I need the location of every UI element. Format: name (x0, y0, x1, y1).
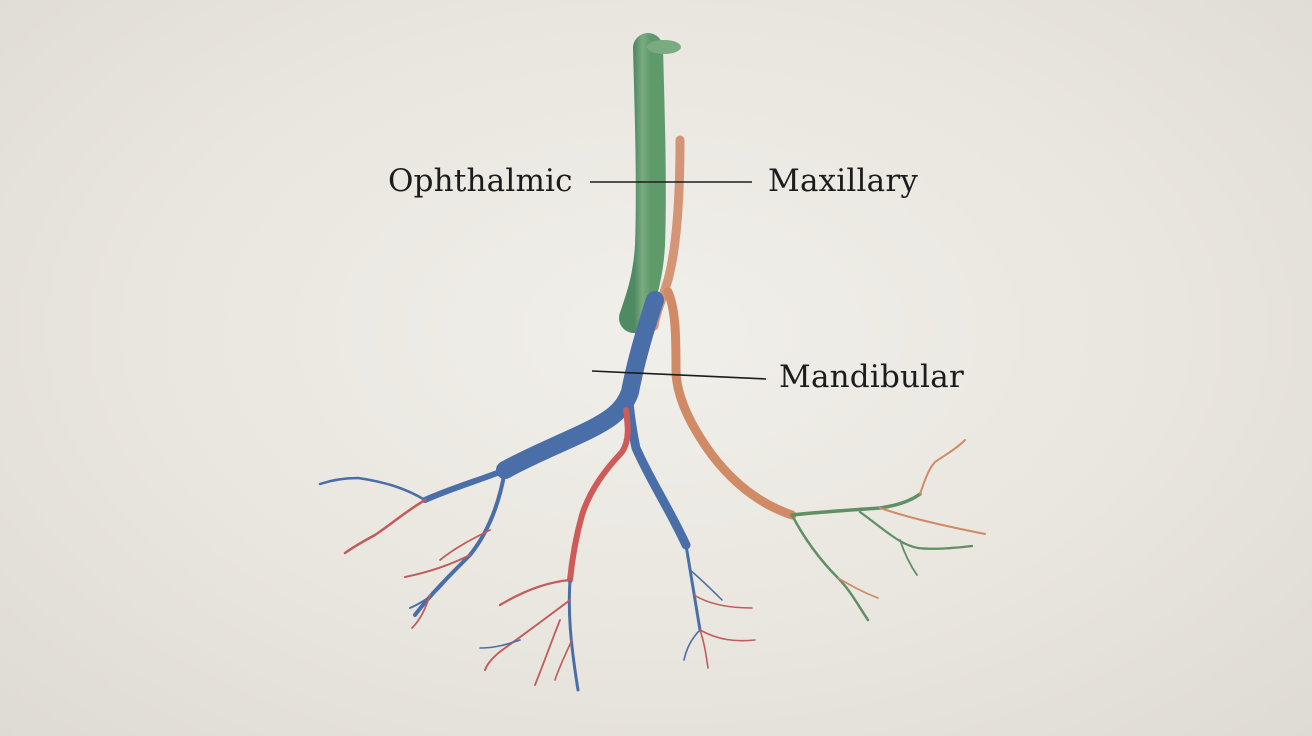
label-ophthalmic: Ophthalmic (388, 163, 573, 199)
ophthalmic-branch (318, 291, 756, 669)
mandibular-leader-line (591, 370, 767, 380)
trunk-top-cap (647, 40, 681, 54)
maxillary-branch (663, 287, 986, 622)
label-mandibular: Mandibular (779, 359, 964, 395)
nerve-trunk (619, 33, 685, 333)
label-maxillary: Maxillary (768, 163, 919, 199)
mandibular-branch (479, 407, 631, 692)
leader-lines (590, 181, 767, 380)
